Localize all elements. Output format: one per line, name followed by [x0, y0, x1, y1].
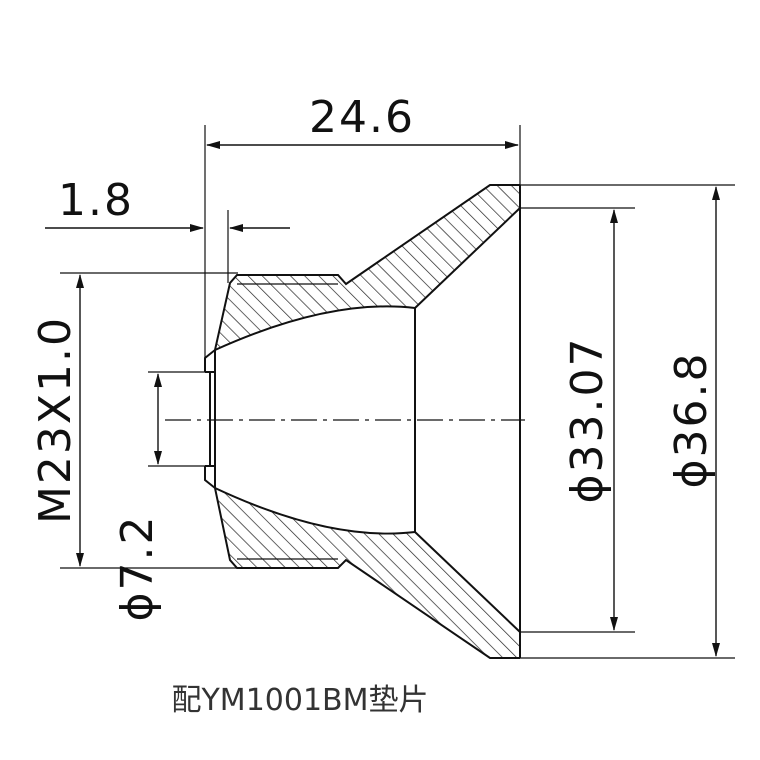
inner-diameter-label: ϕ33.07	[562, 337, 613, 504]
bore-diameter-label: ϕ7.2	[112, 515, 163, 622]
section-top-hatch	[215, 185, 520, 350]
outer-diameter-label: ϕ36.8	[666, 352, 717, 489]
flange-thickness-label: 1.8	[58, 175, 134, 226]
drawing-caption: 配YM1001BM垫片	[171, 683, 428, 718]
overall-length-label: 24.6	[309, 92, 415, 143]
section-bottom-hatch	[215, 488, 520, 658]
dimension-lines	[45, 141, 720, 657]
thread-spec-label: M23X1.0	[30, 316, 81, 524]
extension-lines	[60, 125, 735, 659]
part-outline	[204, 184, 521, 659]
